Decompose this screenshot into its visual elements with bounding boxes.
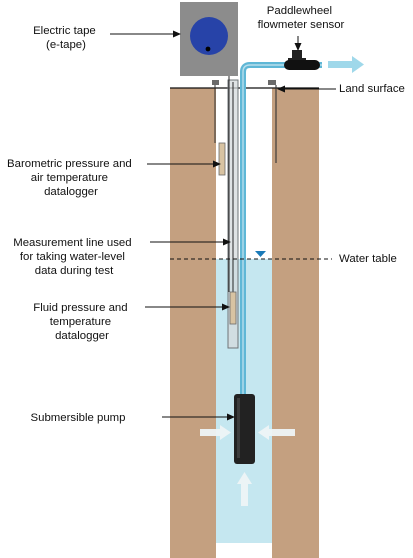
outflow-arrow [328, 56, 364, 73]
pump-label: Submersible pump [31, 412, 126, 424]
measurement-line-label: Measurement line used for taking water-l… [13, 237, 135, 277]
water-table-label: Water table [339, 253, 397, 265]
inflow-arrow-bottom [237, 472, 252, 506]
baro-logger-label: Barometric pressure and air temperature … [7, 158, 135, 198]
baro-logger [218, 142, 226, 176]
inflow-arrow-right [258, 425, 295, 440]
fluid-logger-label: Fluid pressure and temperature datalogge… [33, 302, 131, 342]
water-table-marker [255, 251, 266, 257]
right-cap [268, 80, 276, 85]
flowmeter-sensor [284, 50, 320, 70]
inflow-arrow-left [200, 425, 231, 440]
fluid-logger [229, 291, 237, 325]
land-surface-label: Land surface [339, 83, 405, 95]
electric-tape-label: Electric tape (e-tape) [33, 25, 99, 51]
pump-highlight [237, 398, 240, 458]
baro-logger-cap [212, 80, 219, 85]
discharge-pipe-highlight [242, 64, 322, 398]
e-tape-reel-hub [205, 46, 211, 52]
e-tape-reel [190, 17, 228, 55]
flowmeter-label: Paddlewheel flowmeter sensor [258, 5, 345, 31]
